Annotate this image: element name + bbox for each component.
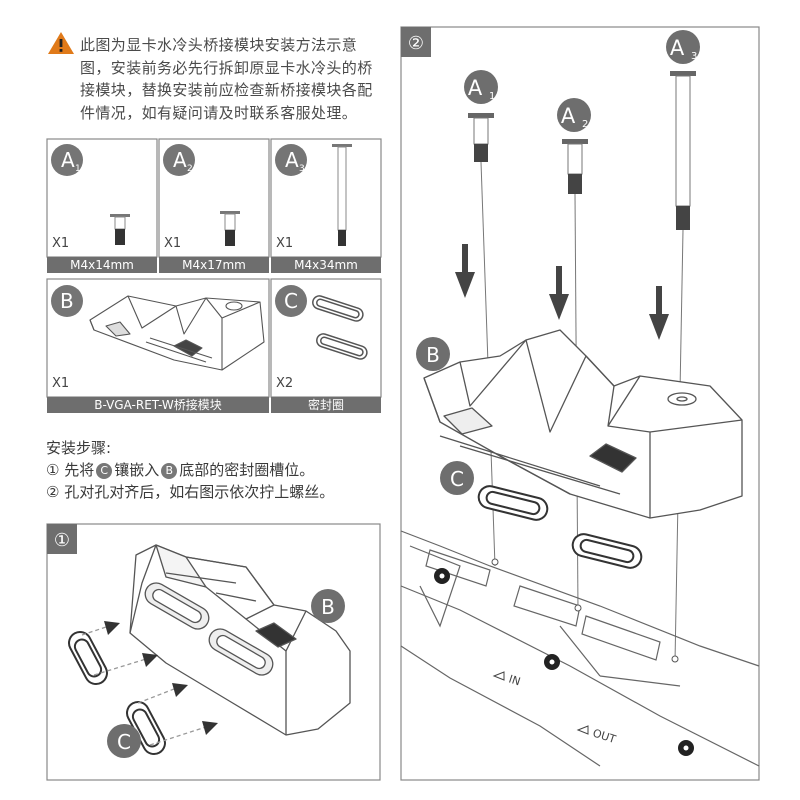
insert-arrows-icon: [81, 621, 218, 746]
screw-a2-icon: [220, 211, 240, 246]
panel-2-c-label: C: [450, 467, 464, 491]
bridge-module-b: [423, 329, 743, 519]
step-2-number: ②: [46, 483, 60, 501]
part-c: C X2 密封圈: [275, 285, 368, 412]
step-1-c-badge: C: [96, 463, 113, 479]
panel-1-number: ①: [54, 530, 70, 551]
a3-badge: A 3: [666, 30, 700, 64]
part-a1-label: A: [61, 148, 75, 172]
part-b: B X1 B-VGA-RET-W桥接模块: [51, 285, 265, 412]
panel-2-a3-sub: 3: [691, 51, 697, 62]
part-c-qty: X2: [276, 376, 293, 391]
seal-ring-icon: [312, 295, 368, 360]
screw-heads: [434, 568, 694, 756]
water-block-base: [400, 530, 760, 767]
part-a1-spec: M4x14mm: [70, 258, 134, 272]
panel-2-a2-sub: 2: [582, 119, 588, 130]
seal-ring-c: [68, 630, 166, 756]
part-a2: A 2 X1 M4x17mm: [163, 144, 246, 272]
a1-badge: A 1: [464, 70, 498, 104]
part-a3-spec: M4x34mm: [294, 258, 358, 272]
b-badge: B: [311, 589, 345, 623]
warning-text: 此图为显卡水冷头桥接模块安装方法示意图，安装前务必先行拆卸原显卡水冷头的桥接模块…: [80, 36, 373, 122]
part-a3-sub: 3: [299, 164, 305, 174]
step-2: ② 孔对孔对齐后，如右图示依次拧上螺丝。: [46, 481, 386, 503]
seal-ring-c: [477, 485, 643, 569]
a2-badge: A 2: [557, 98, 591, 132]
part-a3-label: A: [285, 148, 299, 172]
step-1-b-badge: B: [161, 463, 178, 479]
screw-a2-icon: [562, 139, 588, 194]
down-arrows-icon: [455, 244, 669, 340]
panel-1-b-label: B: [321, 595, 335, 619]
screw-a1-icon: [110, 214, 130, 245]
bridge-module-icon: [89, 295, 265, 371]
screw-a1-icon: [468, 113, 494, 162]
mounting-holes: [491, 558, 679, 663]
step-1-text-b: 镶嵌入: [114, 461, 160, 479]
step-1-text-a: 先将: [64, 461, 95, 479]
c-badge: C: [440, 461, 474, 495]
panel-2-a2-label: A: [561, 104, 576, 128]
part-a2-sub: 2: [187, 164, 193, 174]
part-a2-label: A: [173, 148, 187, 172]
part-b-label: B: [60, 289, 74, 313]
panel-2-b-label: B: [426, 343, 440, 367]
part-c-label: C: [284, 289, 298, 313]
flow-in-label: IN: [492, 671, 522, 688]
step-1-number: ①: [46, 461, 60, 479]
screw-a3-icon: [670, 71, 696, 230]
warning-icon: [48, 32, 74, 54]
step-2-diagram: ② A 1 A 2 A 3: [400, 26, 760, 781]
part-b-spec: B-VGA-RET-W桥接模块: [94, 397, 222, 412]
bridge-module-b: [129, 544, 351, 736]
part-a3-qty: X1: [276, 236, 293, 251]
screw-a3-icon: [332, 144, 352, 246]
c-badge: C: [107, 724, 141, 758]
part-b-qty: X1: [52, 376, 69, 391]
part-a2-qty: X1: [164, 236, 181, 251]
panel-2-a1-sub: 1: [489, 91, 495, 102]
steps-title: 安装步骤:: [46, 439, 112, 457]
panel-1-c-label: C: [117, 730, 131, 754]
part-a3: A 3 X1 M4x34mm: [275, 144, 358, 272]
in-label: IN: [507, 672, 522, 688]
parts-table: A 1 X1 M4x14mm A 2 X1 M4x17mm A 3 X1: [46, 138, 382, 413]
part-a2-spec: M4x17mm: [182, 258, 246, 272]
part-a1: A 1 X1 M4x14mm: [51, 144, 134, 272]
step-1-text-c: 底部的密封圈槽位。: [179, 461, 315, 479]
b-badge: B: [416, 337, 450, 371]
panel-2-a3-label: A: [670, 36, 685, 60]
step-2-text: 孔对孔对齐后，如右图示依次拧上螺丝。: [64, 483, 335, 501]
part-a1-qty: X1: [52, 236, 69, 251]
panel-2-a1-label: A: [468, 76, 483, 100]
step-1-diagram: ① B C: [46, 523, 381, 781]
part-c-spec: 密封圈: [308, 397, 344, 412]
panel-2-number: ②: [408, 33, 424, 54]
part-a1-sub: 1: [75, 164, 81, 174]
